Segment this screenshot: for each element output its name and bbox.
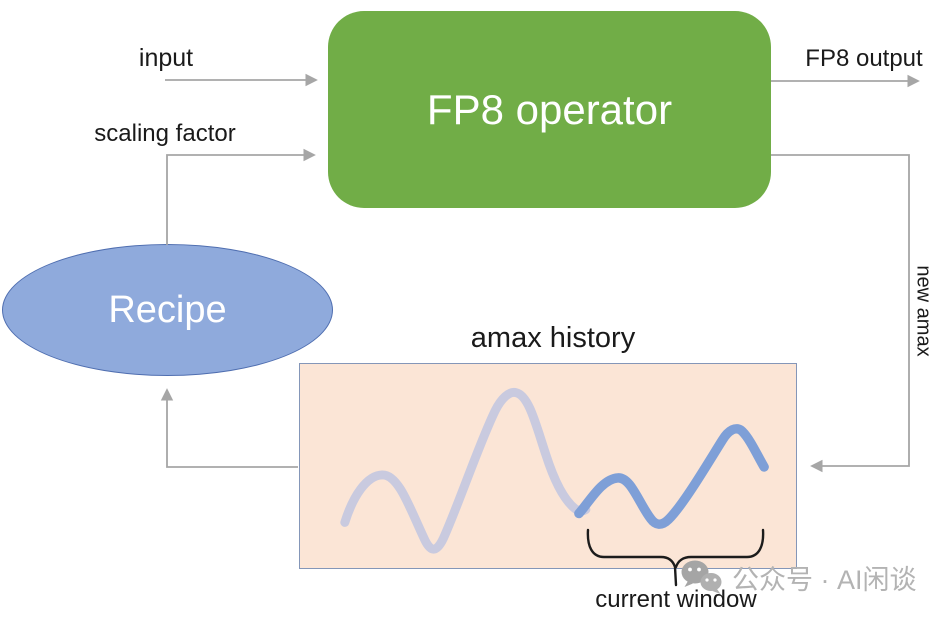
- fp8-operator-node: FP8 operator: [328, 11, 771, 208]
- scaling-factor-label: scaling factor: [94, 120, 236, 147]
- amax-curve-old-segment: [340, 387, 591, 554]
- new-amax-label: new amax: [912, 265, 935, 357]
- recipe-node: Recipe: [2, 244, 333, 376]
- watermark: 公众号 · AI闲谈: [680, 558, 917, 597]
- amax-curve-current-segment: [574, 424, 769, 529]
- amax-history-curve: [340, 387, 769, 554]
- current-window-label: current window: [595, 586, 757, 613]
- recipe-label: Recipe: [108, 288, 227, 331]
- amax-history-title: amax history: [470, 322, 636, 354]
- watermark-text: 公众号 · AI闲谈: [732, 565, 917, 595]
- input-label: input: [138, 44, 194, 72]
- fp8-output-label: FP8 output: [805, 45, 923, 72]
- recipe-feedback-arrow: [160, 388, 298, 468]
- fp8-operator-label: FP8 operator: [426, 85, 673, 133]
- wechat-icon: [681, 560, 722, 594]
- amax-history-box: [299, 363, 797, 569]
- scaling-factor-arrow: [166, 148, 316, 245]
